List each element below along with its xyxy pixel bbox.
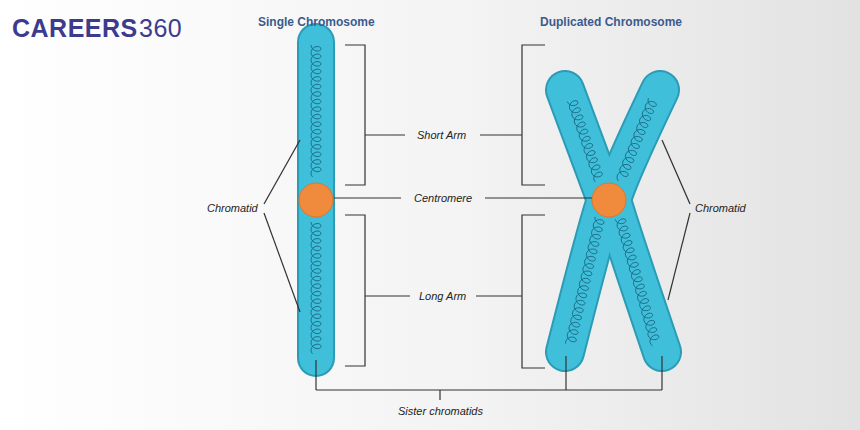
brackets-and-leaders [264,45,690,400]
part-label: Short Arm [415,129,468,141]
part-label: Centromere [412,192,474,204]
part-label: Sister chromatids [396,405,485,417]
part-label: Chromatid [205,202,260,214]
single-chromosome [299,42,333,358]
part-label: Chromatid [693,202,748,214]
dna-coil [567,101,602,182]
dna-coils [311,45,659,354]
logo-text: CAREERS [12,14,138,43]
chromatid-outline [612,90,662,352]
part-label: Long Arm [417,290,468,302]
chromosome-outline [297,42,335,358]
dna-coil [617,98,656,181]
dna-coil [566,217,604,344]
section-heading: Duplicated Chromosome [538,15,684,29]
logo-number: 360 [139,14,182,43]
section-heading: Single Chromosome [256,15,377,29]
dna-coil [615,219,659,346]
dna-coil [311,222,321,354]
centromere [592,183,626,217]
centromere [299,183,333,217]
right-chromatid [612,90,662,352]
dna-coil [311,45,321,177]
